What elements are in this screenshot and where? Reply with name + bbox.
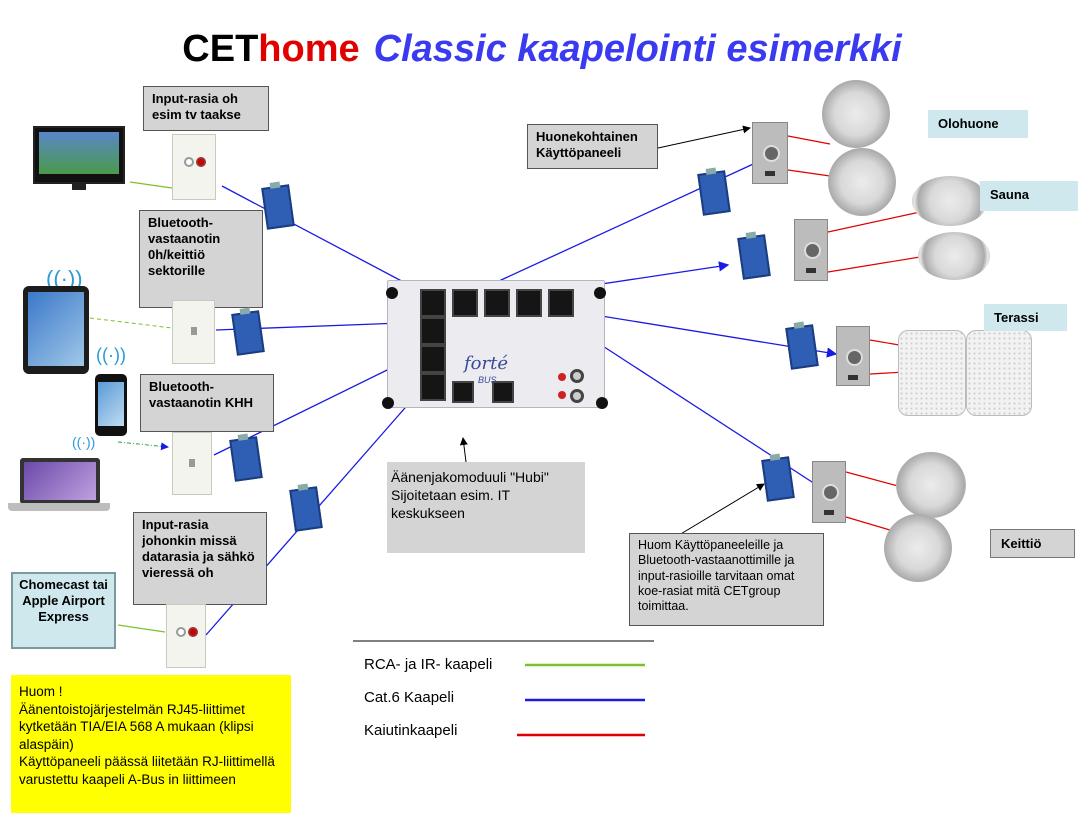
- backbox: [737, 234, 771, 280]
- legend-speaker: Kaiutinkaapeli: [364, 722, 458, 739]
- backbox: [761, 456, 795, 502]
- control-panel-keittio: [812, 461, 846, 523]
- input-plate-any: [166, 604, 206, 668]
- ceiling-speaker: [884, 514, 952, 582]
- audio-hub: forté BUS: [382, 280, 608, 409]
- control-panel-olohuone: [752, 122, 788, 184]
- bt-receiver-oh: [172, 300, 215, 364]
- ceiling-speaker: [822, 80, 890, 148]
- wiring-note-line: Käyttöpaneeli päässä liitetään RJ-liitti…: [19, 754, 275, 787]
- label-chromecast: Chomecast tai Apple Airport Express: [11, 572, 116, 649]
- hub-note-body: Sijoitetaan esim. IT keskukseen: [391, 487, 510, 522]
- backbox: [229, 436, 263, 482]
- room-terassi: Terassi: [984, 304, 1067, 331]
- sauna-speaker: [912, 176, 988, 226]
- title-subtitle: Classic kaapelointi esimerkki: [373, 28, 902, 70]
- label-bt-oh: Bluetooth-vastaanotin 0h/keittiö sektori…: [139, 210, 263, 308]
- ceiling-speaker: [896, 452, 966, 518]
- label-input-any: Input-rasia johonkin missä datarasia ja …: [133, 512, 267, 605]
- page-title: CEThome Classic kaapelointi esimerkki: [0, 28, 1084, 71]
- wifi-icon: ((·)): [96, 345, 126, 365]
- title-home: home: [258, 28, 360, 70]
- ceiling-speaker: [828, 148, 896, 216]
- cat6-line-1: [221, 185, 430, 296]
- input-plate-tv: [172, 134, 216, 200]
- wiring-note: Huom ! Äänentoistojärjestelmän RJ45-liit…: [11, 675, 291, 813]
- tv-icon: [33, 126, 125, 184]
- label-bt-khh: Bluetooth-vastaanotin KHH: [140, 374, 274, 432]
- sauna-speaker: [918, 232, 990, 280]
- terrace-speaker: [898, 330, 966, 416]
- control-panel-terassi: [836, 326, 870, 386]
- backbox: [697, 170, 731, 216]
- legend-rca: RCA- ja IR- kaapeli: [364, 656, 493, 673]
- laptop-icon: [20, 458, 100, 504]
- room-sauna: Sauna: [980, 181, 1078, 211]
- hub-logo-sub: BUS: [478, 375, 497, 385]
- rca-line-tv: [129, 181, 173, 189]
- label-control-panel: Huonekohtainen Käyttöpaneeli: [527, 124, 658, 169]
- iphone-icon: [95, 374, 127, 436]
- control-panel-sauna: [794, 219, 828, 281]
- wiring-note-heading: Huom !: [19, 684, 63, 699]
- hub-logo: forté: [464, 353, 508, 374]
- hub-note-title: Äänenjakomoduuli "Hubi": [391, 469, 549, 485]
- backbox: [231, 310, 265, 356]
- wifi-icon: ((·)): [72, 434, 96, 450]
- rca-line-laptop: [117, 441, 169, 451]
- backbox: [289, 486, 323, 532]
- room-olohuone: Olohuone: [928, 110, 1028, 138]
- backbox: [261, 184, 295, 230]
- terrace-speaker: [966, 330, 1032, 416]
- label-input-tv: Input-rasia oh esim tv taakse: [143, 86, 269, 131]
- bt-receiver-khh: [172, 432, 212, 495]
- title-cet: CET: [182, 28, 259, 70]
- ipad-icon: [23, 286, 89, 374]
- room-keittio: Keittiö: [990, 529, 1075, 558]
- backbox: [785, 324, 819, 370]
- rca-line-ipad: [89, 317, 173, 329]
- note-backboxes: Huom Käyttöpaneeleille ja Bluetooth-vast…: [629, 533, 824, 626]
- wiring-note-line: Äänentoistojärjestelmän RJ45-liittimet k…: [19, 701, 254, 752]
- hub-note: Äänenjakomoduuli "Hubi" Sijoitetaan esim…: [387, 462, 585, 553]
- rca-line-chromecast: [117, 624, 166, 633]
- legend-cat6: Cat.6 Kaapeli: [364, 689, 455, 706]
